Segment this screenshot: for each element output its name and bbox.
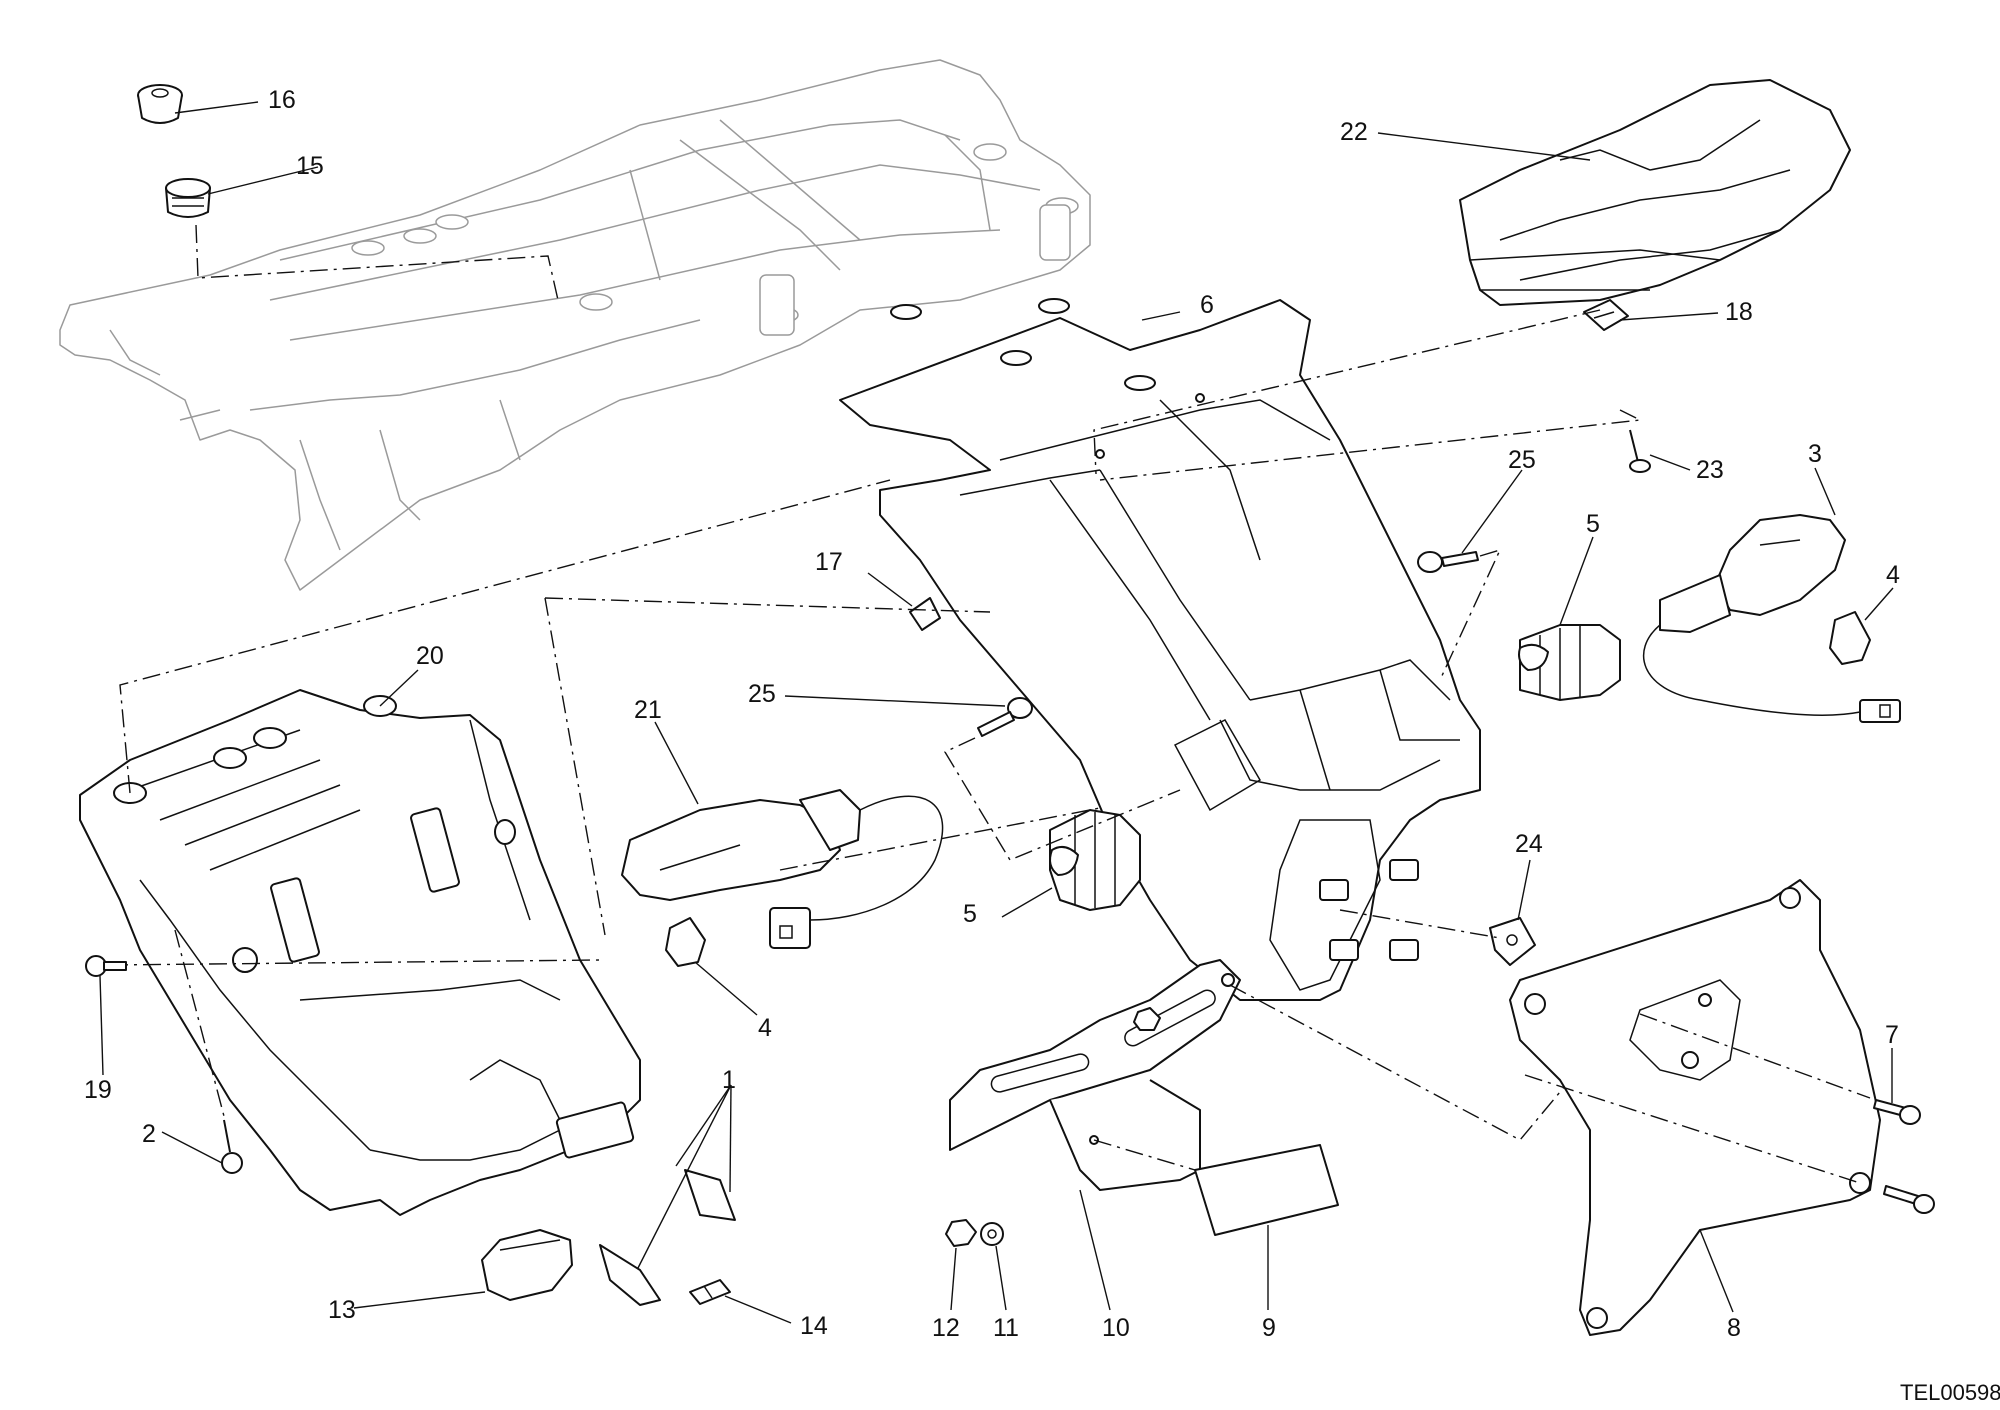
callout-4-left: 4 xyxy=(758,1014,772,1042)
assembly-line-19 xyxy=(109,959,601,966)
callout-3: 3 xyxy=(1808,440,1822,468)
part-8-plate xyxy=(1509,879,1881,1336)
callout-25-lower: 25 xyxy=(748,680,776,708)
part-10-bracket xyxy=(949,959,1241,1191)
assembly-line-8b xyxy=(1524,1074,1861,1184)
part-1-contacts xyxy=(599,1169,736,1306)
part-19-screw xyxy=(85,955,127,977)
part-23-screw xyxy=(1629,429,1651,473)
callout-16: 16 xyxy=(268,86,296,114)
callout-25-upper: 25 xyxy=(1508,446,1536,474)
assembly-line-10 xyxy=(1229,984,1571,1141)
part-13-lens xyxy=(481,1229,573,1301)
part-15-grommet xyxy=(165,178,211,218)
callout-21: 21 xyxy=(634,696,662,724)
part-11-washer xyxy=(980,1222,1004,1246)
assembly-line-22 xyxy=(1093,309,1601,475)
part-7-screw-upper xyxy=(1873,1099,1921,1125)
assembly-line-25-lower xyxy=(943,737,1181,861)
part-4-bulb-right xyxy=(1829,611,1871,665)
callout-5-right: 5 xyxy=(1586,510,1600,538)
part-21-turn-indicator-left xyxy=(621,789,944,949)
callout-20: 20 xyxy=(416,642,444,670)
callout-23: 23 xyxy=(1696,456,1724,484)
assembly-line-20-right xyxy=(544,597,606,936)
part-4-bulb-left xyxy=(665,917,706,967)
callout-19: 19 xyxy=(84,1076,112,1104)
part-18-clip xyxy=(1583,299,1629,331)
callout-6: 6 xyxy=(1200,291,1214,319)
callout-24: 24 xyxy=(1515,830,1543,858)
part-22-tail-light xyxy=(1459,79,1851,306)
part-9-reflector xyxy=(1194,1144,1339,1236)
callout-17: 17 xyxy=(815,548,843,576)
callout-18: 18 xyxy=(1725,298,1753,326)
callout-2: 2 xyxy=(142,1120,156,1148)
callout-1: 1 xyxy=(722,1066,736,1094)
part-5-grommet-right xyxy=(1518,624,1621,701)
assembly-line-21 xyxy=(779,807,1101,871)
callout-12: 12 xyxy=(932,1314,960,1342)
part-14-bulb xyxy=(689,1279,731,1305)
callout-11: 11 xyxy=(993,1314,1019,1342)
part-16-rubber-cap xyxy=(137,84,183,124)
callout-10: 10 xyxy=(1102,1314,1130,1342)
part-2-screw xyxy=(221,1119,243,1174)
part-17-clip xyxy=(909,597,941,631)
callout-15: 15 xyxy=(296,152,324,180)
diagram-reference-code: TEL00598 xyxy=(1900,1380,2000,1405)
leader-lines xyxy=(99,101,1894,1324)
callout-9: 9 xyxy=(1262,1314,1276,1342)
part-12-nut xyxy=(945,1219,977,1247)
assembly-line-9 xyxy=(1093,1139,1196,1171)
assembly-line-24 xyxy=(1339,909,1501,939)
assembly-line-25-upper xyxy=(1439,548,1502,681)
callout-5-left: 5 xyxy=(963,900,977,928)
part-25-screw-lower xyxy=(977,697,1033,737)
part-20-inner-housing xyxy=(79,689,641,1216)
callout-14: 14 xyxy=(800,1312,828,1340)
nut-small-top xyxy=(1133,1007,1161,1031)
callout-4-right: 4 xyxy=(1886,561,1900,589)
assembly-line-20-left xyxy=(119,479,891,794)
part-7-screw-lower xyxy=(1883,1185,1935,1214)
part-6-plate-holder xyxy=(839,298,1481,1001)
callout-7: 7 xyxy=(1885,1021,1899,1049)
part-3-turn-indicator-right xyxy=(1642,514,1901,723)
callout-22: 22 xyxy=(1340,118,1368,146)
assembly-line-15 xyxy=(195,224,559,301)
part-5-grommet-left xyxy=(1049,809,1141,911)
assembly-line-23 xyxy=(1099,409,1643,481)
callout-labels: 1 2 3 4 4 5 5 6 7 8 9 10 11 12 13 14 15 … xyxy=(84,86,1900,1342)
callout-13: 13 xyxy=(328,1296,356,1324)
part-24-clip xyxy=(1489,917,1536,966)
callout-8: 8 xyxy=(1727,1314,1741,1342)
part-25-screw-upper xyxy=(1417,551,1479,573)
assembly-line-8 xyxy=(1639,1013,1871,1099)
rear-subframe xyxy=(59,59,1091,591)
assembly-line-17 xyxy=(544,597,991,613)
